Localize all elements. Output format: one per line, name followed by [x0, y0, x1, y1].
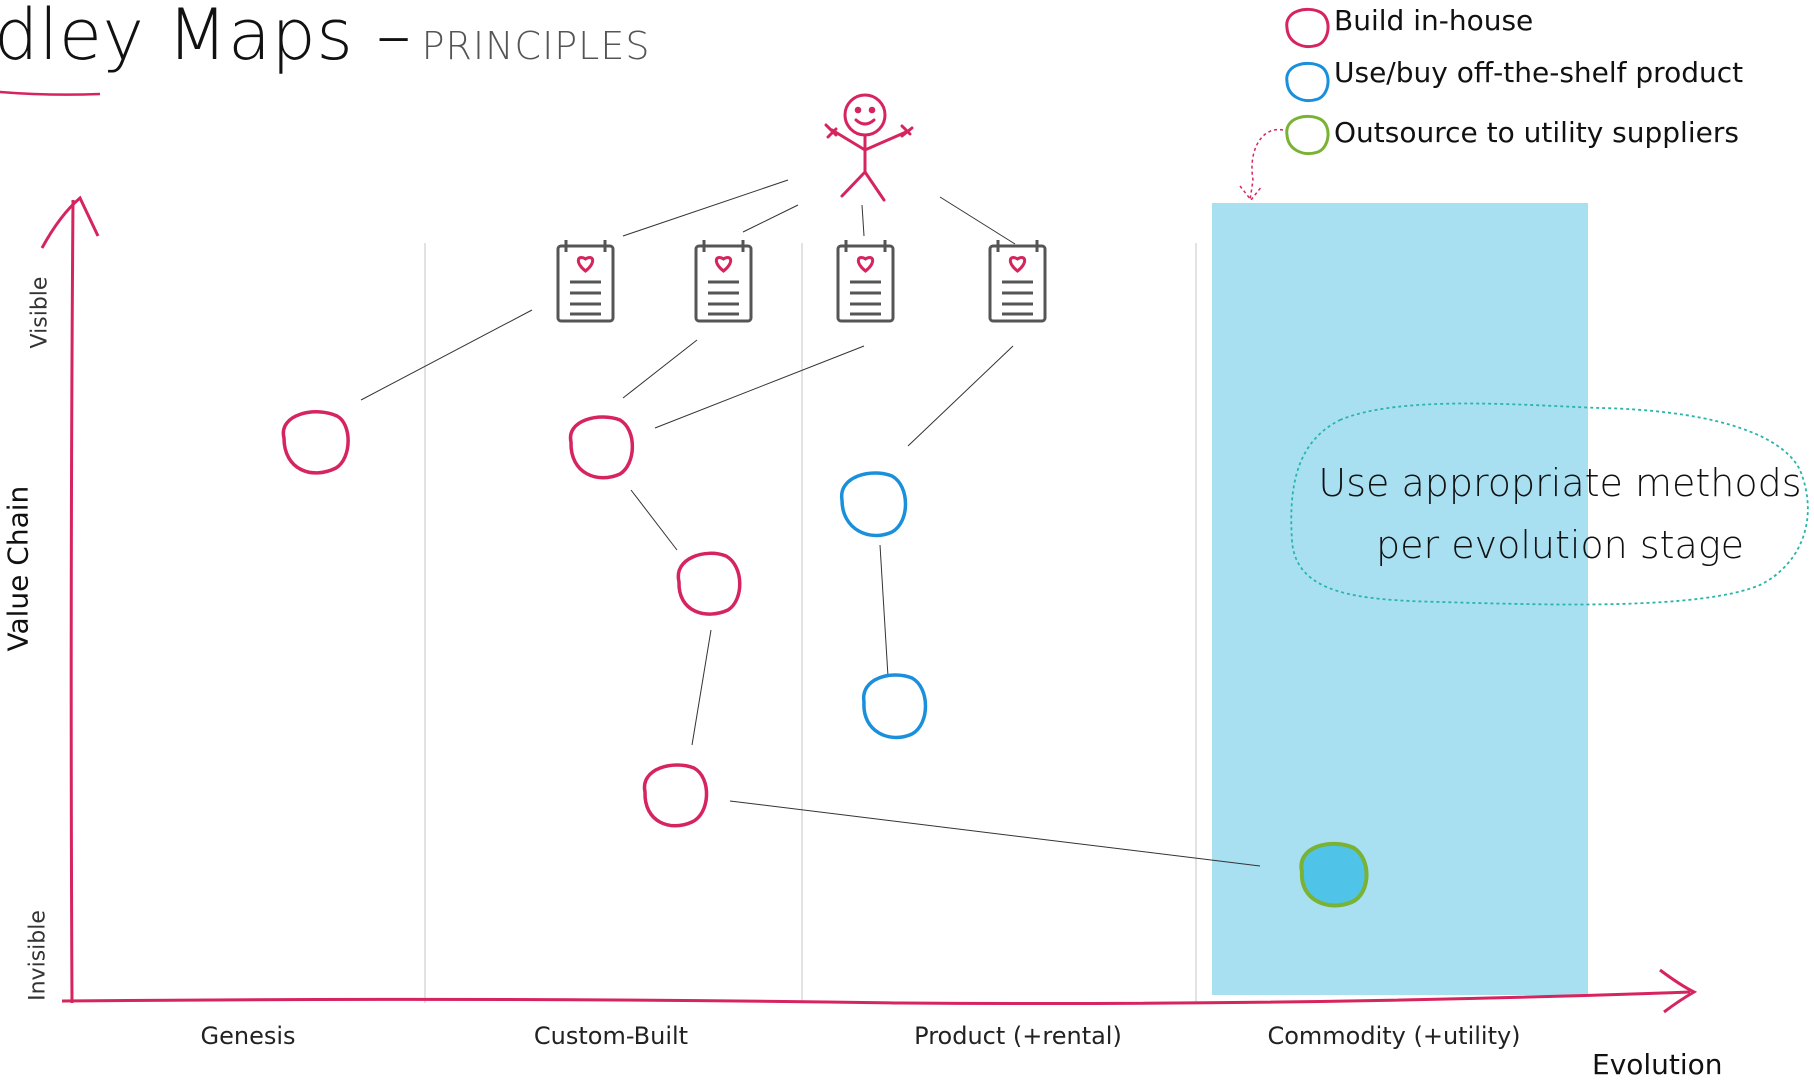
component-node-product — [840, 471, 908, 538]
y-axis-arrow — [40, 195, 100, 249]
title-underline — [0, 90, 101, 96]
stage-label-custom-built: Custom-Built — [533, 1022, 689, 1050]
note-line-2: per evolution stage — [1376, 523, 1744, 567]
legend-item-inhouse: Build in-house — [1334, 4, 1534, 37]
stage-label-genesis: Genesis — [200, 1022, 296, 1050]
legend-symbol-inhouse — [1285, 7, 1330, 48]
commodity-highlight — [1212, 203, 1588, 995]
y-axis-label: Value Chain — [1, 485, 35, 652]
need-card-icon — [556, 240, 615, 323]
component-node-inhouse — [281, 410, 350, 475]
component-node-inhouse — [568, 415, 635, 480]
component-node-inhouse — [676, 551, 742, 616]
x-axis-label: Evolution — [1592, 1048, 1723, 1081]
legend-pointer — [1249, 128, 1284, 201]
need-card-icon — [836, 240, 895, 323]
product-components — [840, 471, 928, 740]
x-axis-arrow — [1659, 968, 1698, 1014]
title-subtitle: PRINCIPLES — [421, 24, 651, 68]
legend-symbol-product — [1285, 61, 1330, 102]
user-icon — [824, 93, 914, 202]
stage-label-commodity: Commodity (+utility) — [1267, 1022, 1521, 1050]
need-card-icon — [988, 240, 1047, 323]
legend-item-utility: Outsource to utility suppliers — [1334, 116, 1739, 149]
component-node-product — [862, 673, 928, 740]
x-axis — [61, 990, 1691, 1006]
need-card-icon — [694, 240, 753, 323]
y-axis — [69, 199, 75, 1004]
y-axis-top-label: Visible — [27, 276, 53, 349]
title-main: dley Maps – — [0, 0, 412, 76]
component-node-utility — [1299, 841, 1369, 908]
stage-label-product: Product (+rental) — [914, 1022, 1122, 1050]
legend-item-product: Use/buy off-the-shelf product — [1334, 56, 1744, 89]
page-title: dley Maps –PRINCIPLES — [0, 0, 651, 76]
connections — [360, 179, 1261, 867]
note-text: Use appropriate methods per evolution st… — [1300, 452, 1814, 576]
legend-symbol-utility — [1285, 114, 1330, 155]
note-bubble — [1290, 402, 1809, 606]
component-node-inhouse — [642, 763, 709, 828]
y-axis-bottom-label: Invisible — [25, 910, 51, 1001]
note-line-1: Use appropriate methods — [1318, 461, 1802, 505]
inhouse-components — [281, 410, 742, 828]
